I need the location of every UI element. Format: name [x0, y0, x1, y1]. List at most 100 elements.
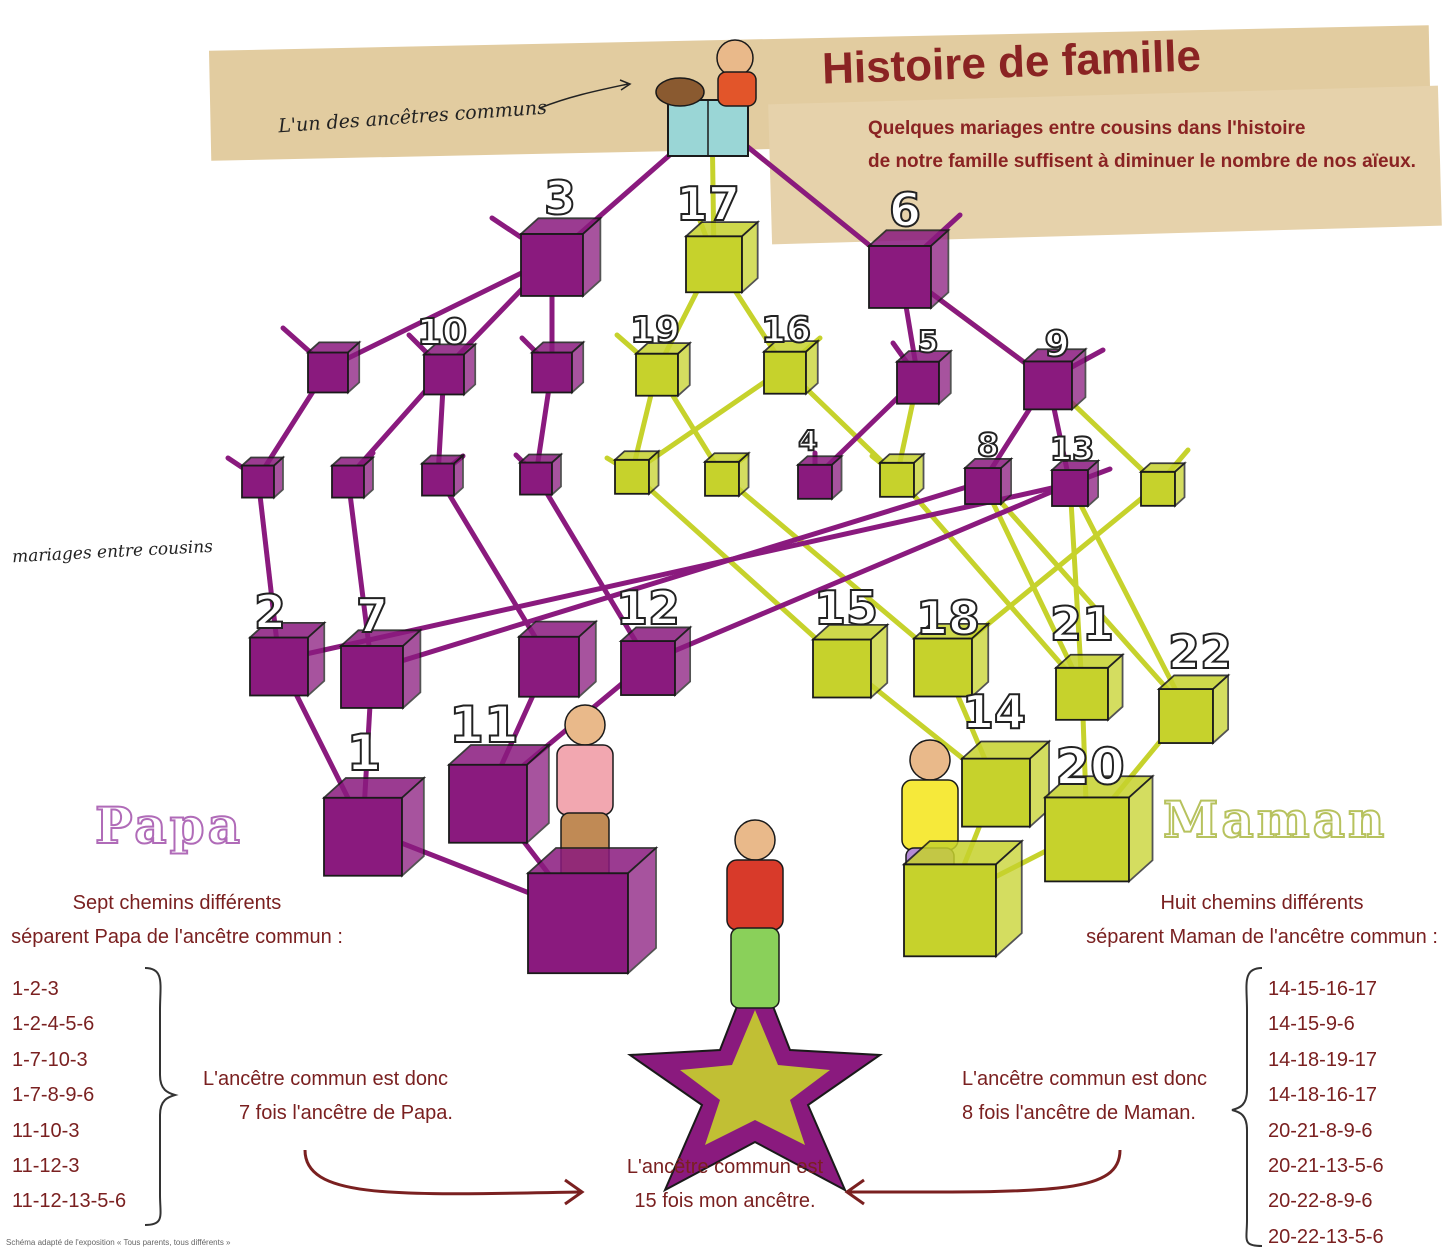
family-box-7 — [338, 628, 423, 710]
cube-face — [241, 464, 275, 499]
subtitle: Quelques mariages entre cousins dans l'h… — [868, 112, 1416, 178]
green-link — [980, 479, 1189, 713]
cube-side — [273, 455, 284, 500]
papa-conclusion: L'ancêtre commun est donc 7 fois l'ancêt… — [203, 1062, 453, 1130]
node-number-16: 16 — [761, 310, 811, 351]
cube-side — [1087, 458, 1099, 509]
maman-path: 14-18-19-17 — [1268, 1048, 1377, 1071]
subtitle-line: de notre famille suffisent à diminuer le… — [868, 151, 1416, 172]
family-box — [612, 449, 661, 496]
green-link — [1067, 481, 1189, 713]
family-box-8 — [962, 456, 1014, 507]
maman-heading-line: séparent Maman de l'ancêtre commun : — [1086, 926, 1438, 948]
family-box-9 — [1021, 347, 1088, 412]
node-number-5: 5 — [918, 325, 939, 360]
papa-path: 11-12-13-5-6 — [12, 1190, 127, 1213]
purple-link — [645, 481, 1073, 665]
ancestor-crate — [655, 39, 757, 157]
cube-face — [913, 637, 973, 698]
family-box-21 — [1053, 652, 1125, 722]
node-number-2: 2 — [254, 585, 286, 639]
cube-side — [526, 743, 550, 845]
cube-side — [1000, 456, 1012, 507]
maman-heading-line: Huit chemins différents — [1160, 892, 1364, 914]
maman-path: 20-22-13-5-6 — [1268, 1225, 1384, 1248]
cube-side — [551, 452, 562, 497]
ancestor-arrowhead — [619, 79, 632, 91]
cube-side — [363, 455, 374, 500]
family-box — [329, 455, 376, 500]
family-box — [516, 619, 599, 699]
node-number-13: 13 — [1050, 430, 1095, 468]
papa-path: 11-12-3 — [12, 1155, 80, 1178]
papa-heading: Sept chemins différents séparent Papa de… — [6, 886, 348, 954]
purple-link — [369, 479, 986, 673]
family-box-22 — [1156, 673, 1231, 746]
family-box — [1138, 461, 1187, 508]
node-number-22: 22 — [1168, 625, 1232, 679]
child-conclusion-line: L'ancêtre commun est — [626, 1156, 824, 1178]
maman-heading: Huit chemins différents séparent Maman d… — [1082, 886, 1442, 954]
node-number-15: 15 — [814, 581, 878, 635]
family-box — [901, 839, 1025, 959]
family-box — [877, 452, 926, 499]
maman-path: 20-21-13-5-6 — [1268, 1155, 1384, 1178]
cube-face — [763, 350, 807, 395]
cube-face — [620, 640, 676, 696]
cube-side — [571, 340, 585, 395]
papa-path: 1-2-3 — [12, 978, 59, 1000]
family-box-16 — [761, 339, 821, 396]
ancestor-arrow — [539, 83, 629, 109]
cube-side — [831, 454, 843, 501]
family-box-13 — [1049, 458, 1101, 509]
cube-side — [805, 339, 819, 396]
head — [909, 739, 951, 781]
cube-face — [614, 458, 650, 495]
cube-side — [582, 216, 602, 298]
cube-side — [741, 220, 759, 295]
papa-heading-line: séparent Papa de l'ancêtre commun : — [11, 926, 343, 948]
cube-face — [1051, 469, 1089, 507]
node-number-8: 8 — [977, 426, 999, 464]
cube-face — [879, 461, 915, 498]
head — [734, 819, 776, 861]
green-link — [629, 470, 845, 665]
cube-side — [870, 622, 889, 700]
child-conclusion: L'ancêtre commun est 15 fois mon ancêtre… — [610, 1150, 840, 1218]
cube-side — [930, 228, 950, 310]
star-green — [680, 1010, 830, 1145]
cube-side — [402, 628, 422, 710]
family-box-20 — [1042, 774, 1155, 884]
child-figure — [726, 819, 784, 1009]
cube-face — [331, 464, 365, 499]
family-box-12 — [618, 625, 693, 698]
torso — [556, 744, 614, 816]
cube-side — [453, 453, 464, 498]
cube-face — [323, 796, 403, 877]
cube-face — [531, 351, 573, 394]
cube-side — [463, 342, 477, 397]
cube-face — [704, 460, 740, 497]
family-box-14 — [959, 739, 1052, 829]
cube-face — [896, 360, 940, 405]
cube-face — [868, 245, 932, 309]
cube-face — [685, 235, 743, 294]
cube-face — [527, 872, 629, 975]
papa-path: 11-10-3 — [12, 1119, 80, 1142]
cube-side — [347, 340, 361, 395]
cube-side — [401, 776, 425, 878]
cube-face — [520, 233, 584, 297]
papa-brace — [144, 967, 179, 1226]
maman-path: 20-22-8-9-6 — [1268, 1190, 1373, 1213]
family-box — [702, 451, 751, 498]
ancestor-head — [716, 39, 754, 77]
subtitle-line: Quelques mariages entre cousins dans l'h… — [868, 118, 1306, 139]
family-box-2 — [247, 620, 327, 698]
family-box-18 — [911, 621, 991, 699]
cube-face — [797, 463, 833, 500]
cube-face — [421, 462, 455, 497]
cube-face — [964, 467, 1002, 505]
cube-side — [995, 839, 1023, 959]
maman-brace — [1231, 967, 1263, 1247]
